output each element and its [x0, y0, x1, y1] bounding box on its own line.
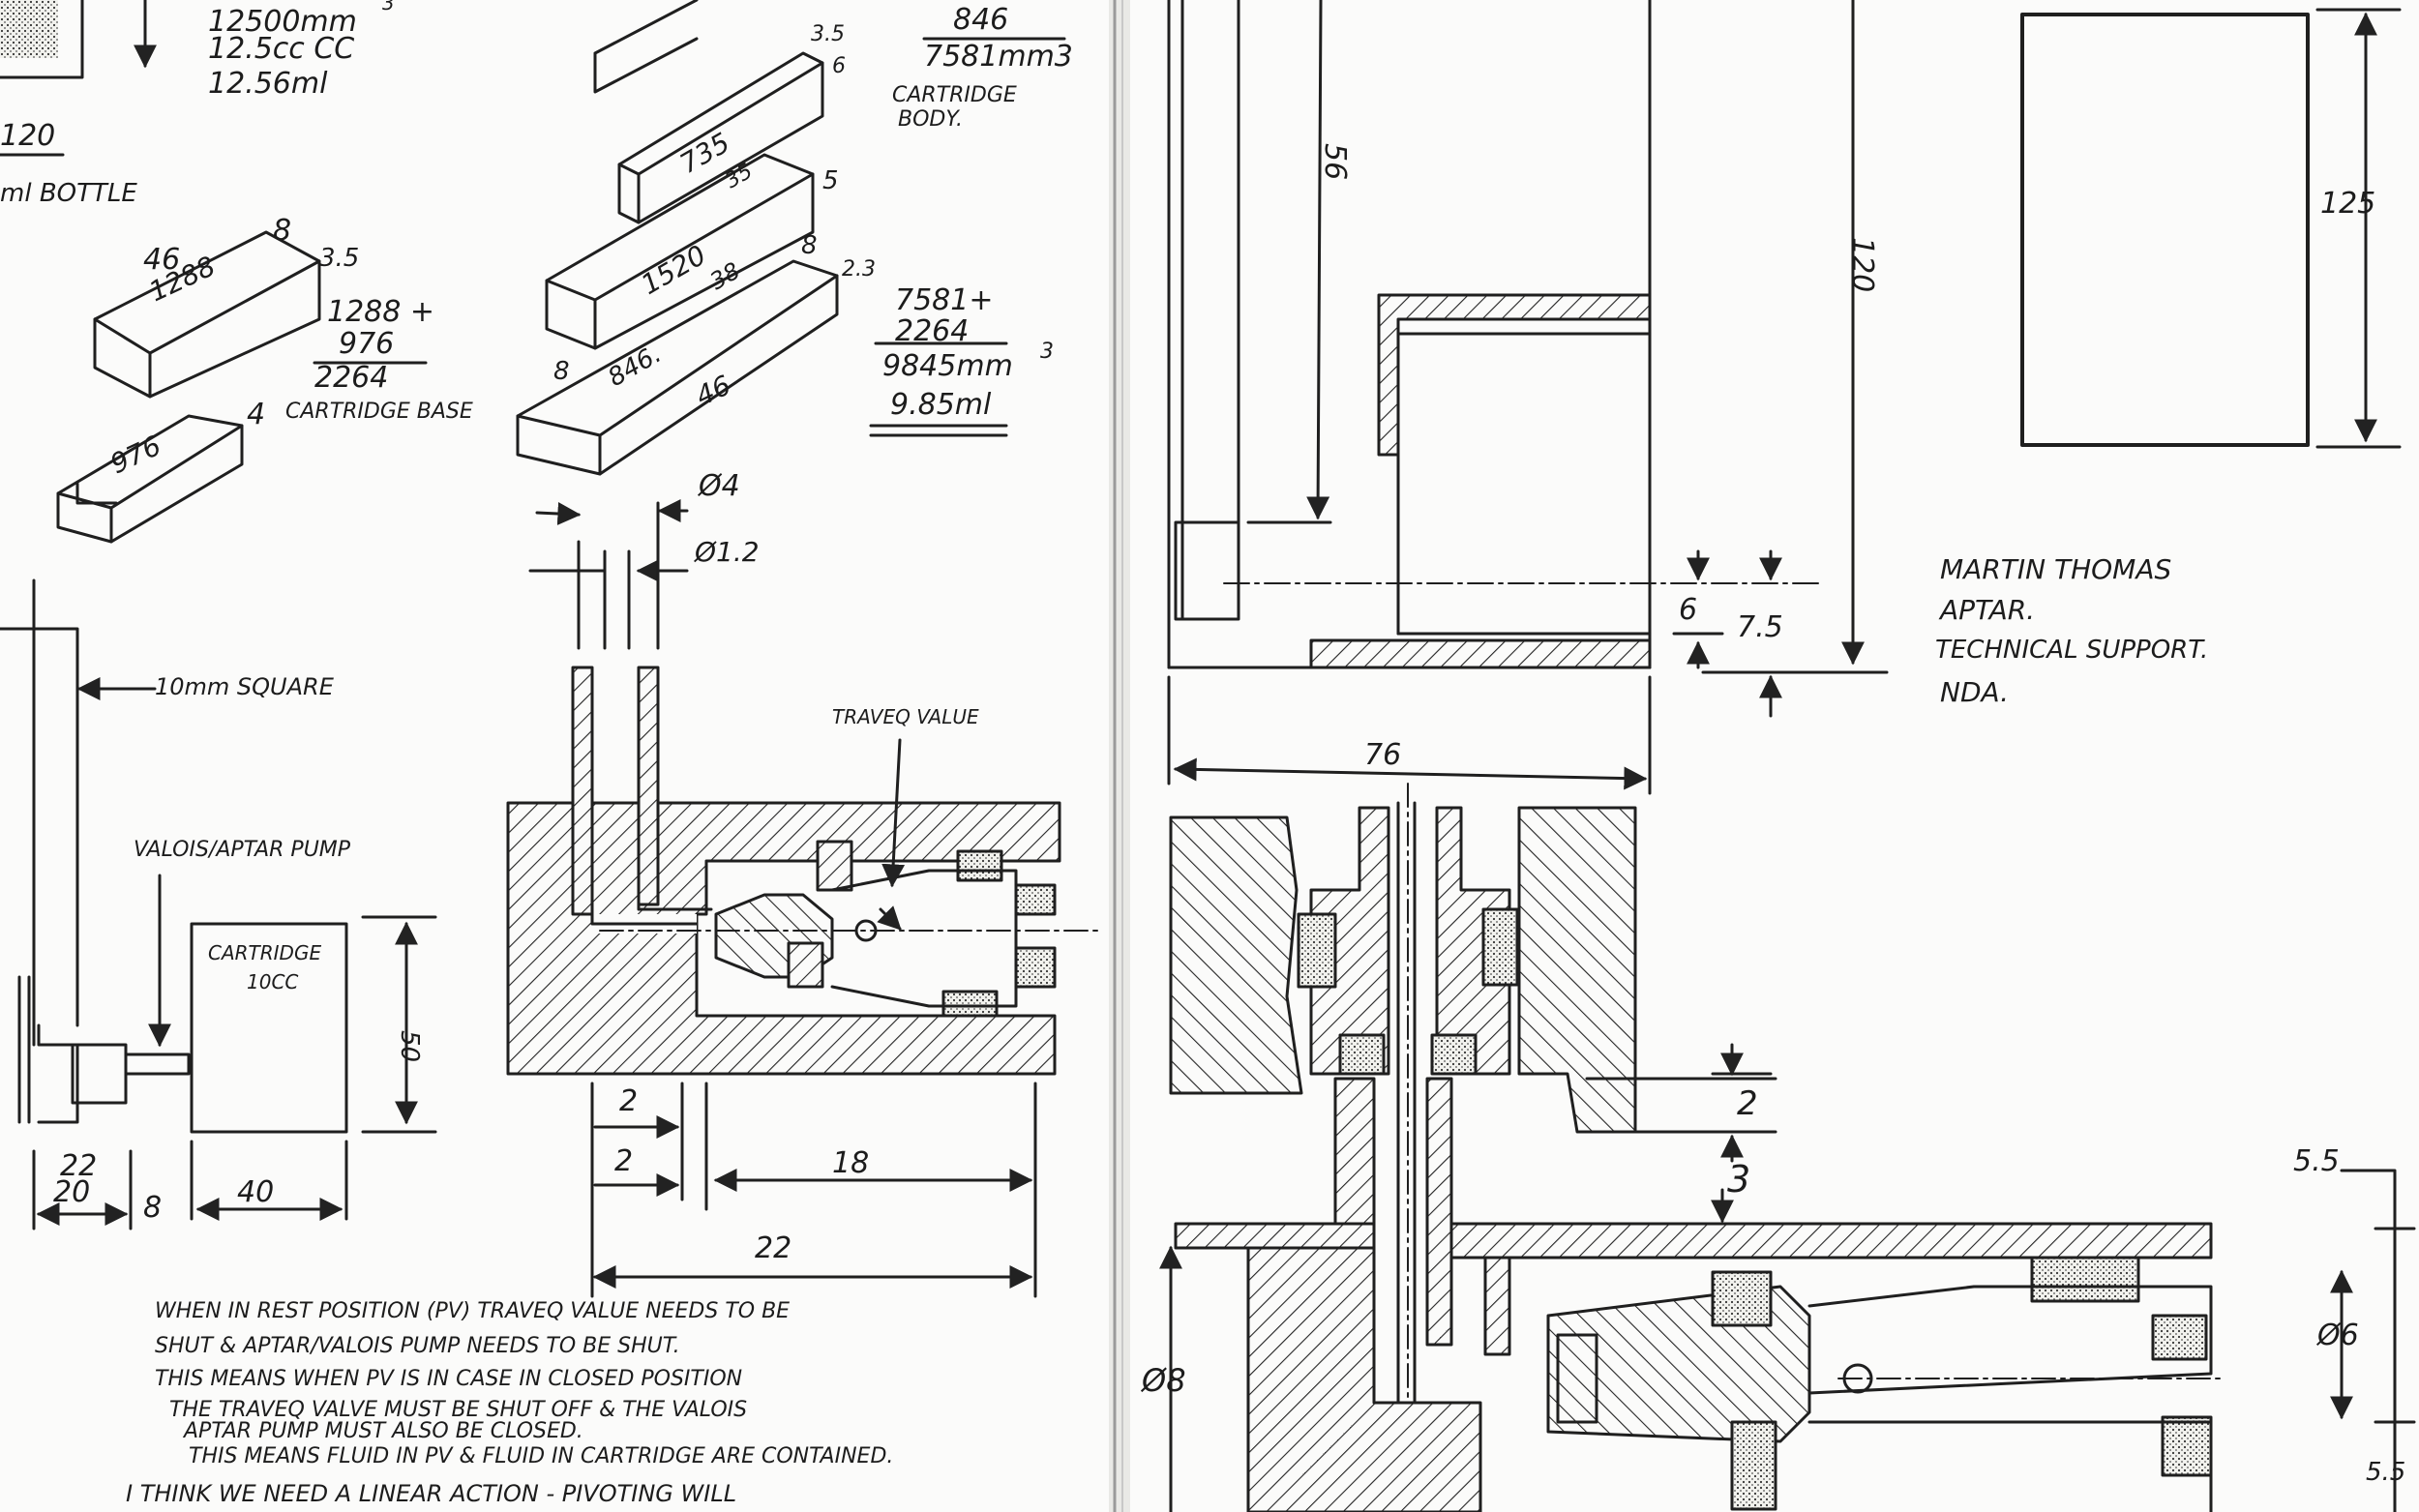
label-dim-5.5b: 5.5: [2366, 1458, 2405, 1487]
label-diameter-6: Ø6: [2315, 1319, 2359, 1352]
label-volume-ml: 12.56ml: [208, 67, 328, 101]
label-dim-38: 38: [705, 257, 744, 296]
dim-76-line: [1173, 757, 1648, 790]
label-nda: NDA.: [1940, 676, 2009, 708]
label-diameter-8: Ø8: [1140, 1362, 1186, 1399]
label-dim-2c: 2: [1737, 1084, 1758, 1123]
label-valois-aptar-pump: VALOIS/APTAR PUMP: [134, 838, 351, 862]
cartridge-10cc-box: [32, 915, 437, 1230]
label-dim-5a: 5: [822, 166, 839, 195]
top-right-housing: [1167, 0, 1889, 718]
label-cartridge-body-2: BODY.: [898, 107, 963, 132]
label-dim-18: 18: [832, 1146, 869, 1180]
note-line-1: WHEN IN REST POSITION (PV) TRAVEQ VALUE …: [155, 1299, 790, 1323]
label-dim-120b: 120: [1845, 237, 1879, 292]
label-width-120: 120: [0, 119, 55, 153]
handwritten-notes: WHEN IN REST POSITION (PV) TRAVEQ VALUE …: [126, 1299, 893, 1507]
label-cartridge-base: CARTRIDGE BASE: [285, 400, 473, 424]
label-dim-8c: 8: [553, 357, 570, 386]
label-dim-2.3: 2.3: [842, 257, 876, 282]
label-dim-46: 46: [143, 243, 180, 277]
label-dim-8b: 8: [801, 231, 818, 260]
label-dim-2b: 2: [614, 1144, 633, 1178]
label-dim-2a: 2: [619, 1084, 638, 1118]
label-dim-22a: 22: [60, 1149, 97, 1183]
left-bottom-dimensions: [590, 1082, 1037, 1298]
label-sum-b1: 7581mm3: [924, 40, 1073, 74]
label-contact-role: TECHNICAL SUPPORT.: [1935, 636, 2208, 665]
box-125: [2020, 8, 2402, 449]
label-diameter-1.2: Ø1.2: [694, 536, 760, 568]
label-volume-exp: 3: [382, 0, 395, 15]
label-dim-5.5a: 5.5: [2293, 1144, 2340, 1178]
label-dim-4: 4: [247, 398, 265, 431]
note-line-3: THIS MEANS WHEN PV IS IN CASE IN CLOSED …: [155, 1367, 742, 1391]
traveq-valve-section: [506, 666, 1104, 1076]
label-contact-name: MARTIN THOMAS: [1940, 553, 2171, 585]
cartridge-base-block-1288: [93, 230, 321, 399]
square-stick-and-pump: [0, 578, 191, 1124]
label-dim-20: 20: [53, 1175, 90, 1209]
label-sum-b0: 846: [953, 3, 1008, 37]
label-sum-c1: 7581+: [895, 283, 993, 317]
label-vol-846: 846.: [604, 340, 667, 393]
label-dim-46b: 46: [691, 369, 735, 412]
label-dim-22b: 22: [755, 1231, 791, 1265]
label-cartridge-body-1: CARTRIDGE: [892, 83, 1017, 107]
right-valve-section: [1159, 783, 2416, 1512]
label-dim-6b: 6: [1679, 593, 1697, 627]
label-dim-40: 40: [237, 1175, 274, 1209]
label-sum-c2: 2264: [895, 314, 969, 348]
cartridge-base-block-976: [56, 414, 244, 544]
label-sum-a2: 976: [339, 327, 394, 361]
label-dim-3.5b: 3.5: [811, 22, 845, 46]
label-dim-76: 76: [1364, 738, 1401, 772]
page-gutter: [1109, 0, 1130, 1512]
label-vol-976: 976: [105, 430, 165, 480]
label-sum-c4: 9.85ml: [890, 388, 992, 422]
label-dim-50: 50: [395, 1030, 424, 1062]
label-dim-8a: 8: [273, 214, 291, 248]
diameter-dimensions: [528, 499, 689, 650]
label-volume-mm3: 12500mm: [208, 5, 357, 39]
note-line-4: THE TRAVEQ VALVE MUST BE SHUT OFF & THE …: [169, 1398, 747, 1422]
label-volume-cc: 12.5cc CC: [208, 32, 354, 66]
note-line-6: THIS MEANS FLUID IN PV & FLUID IN CARTRI…: [189, 1444, 893, 1468]
label-cartridge: CARTRIDGE: [208, 941, 321, 964]
note-line-5: APTAR PUMP MUST ALSO BE CLOSED.: [182, 1419, 583, 1443]
label-dim-3.5a: 3.5: [319, 244, 359, 273]
label-sum-c3: 9845mm: [882, 349, 1013, 383]
label-dim-7.5: 7.5: [1737, 610, 1783, 644]
note-line-2: SHUT & APTAR/VALOIS PUMP NEEDS TO BE SHU…: [155, 1334, 680, 1358]
label-dim-56: 56: [1318, 143, 1352, 180]
note-line-7: I THINK WE NEED A LINEAR ACTION - PIVOTI…: [126, 1480, 736, 1507]
label-traveq-value: TRAVEQ VALUE: [832, 705, 979, 728]
label-contact-company: APTAR.: [1938, 594, 2035, 626]
label-dim-35: 35: [722, 160, 758, 194]
label-dim-3: 3: [1727, 1158, 1750, 1201]
label-10cc: 10CC: [247, 970, 298, 993]
label-10mm-square: 10mm SQUARE: [155, 673, 335, 700]
cartridge-body-blocks: [516, 0, 1066, 476]
label-sum-c3-exp: 3: [1040, 340, 1054, 364]
label-sum-a1: 1288 +: [327, 295, 434, 329]
bottle-sketch: [0, 0, 157, 157]
label-dim-8d: 8: [143, 1191, 162, 1225]
label-sum-a3: 2264: [314, 361, 388, 395]
label-dim-6a: 6: [832, 54, 846, 78]
label-diameter-4: Ø4: [697, 469, 740, 503]
label-ml-bottle: ml BOTTLE: [0, 179, 137, 208]
label-dim-125: 125: [2320, 187, 2375, 221]
